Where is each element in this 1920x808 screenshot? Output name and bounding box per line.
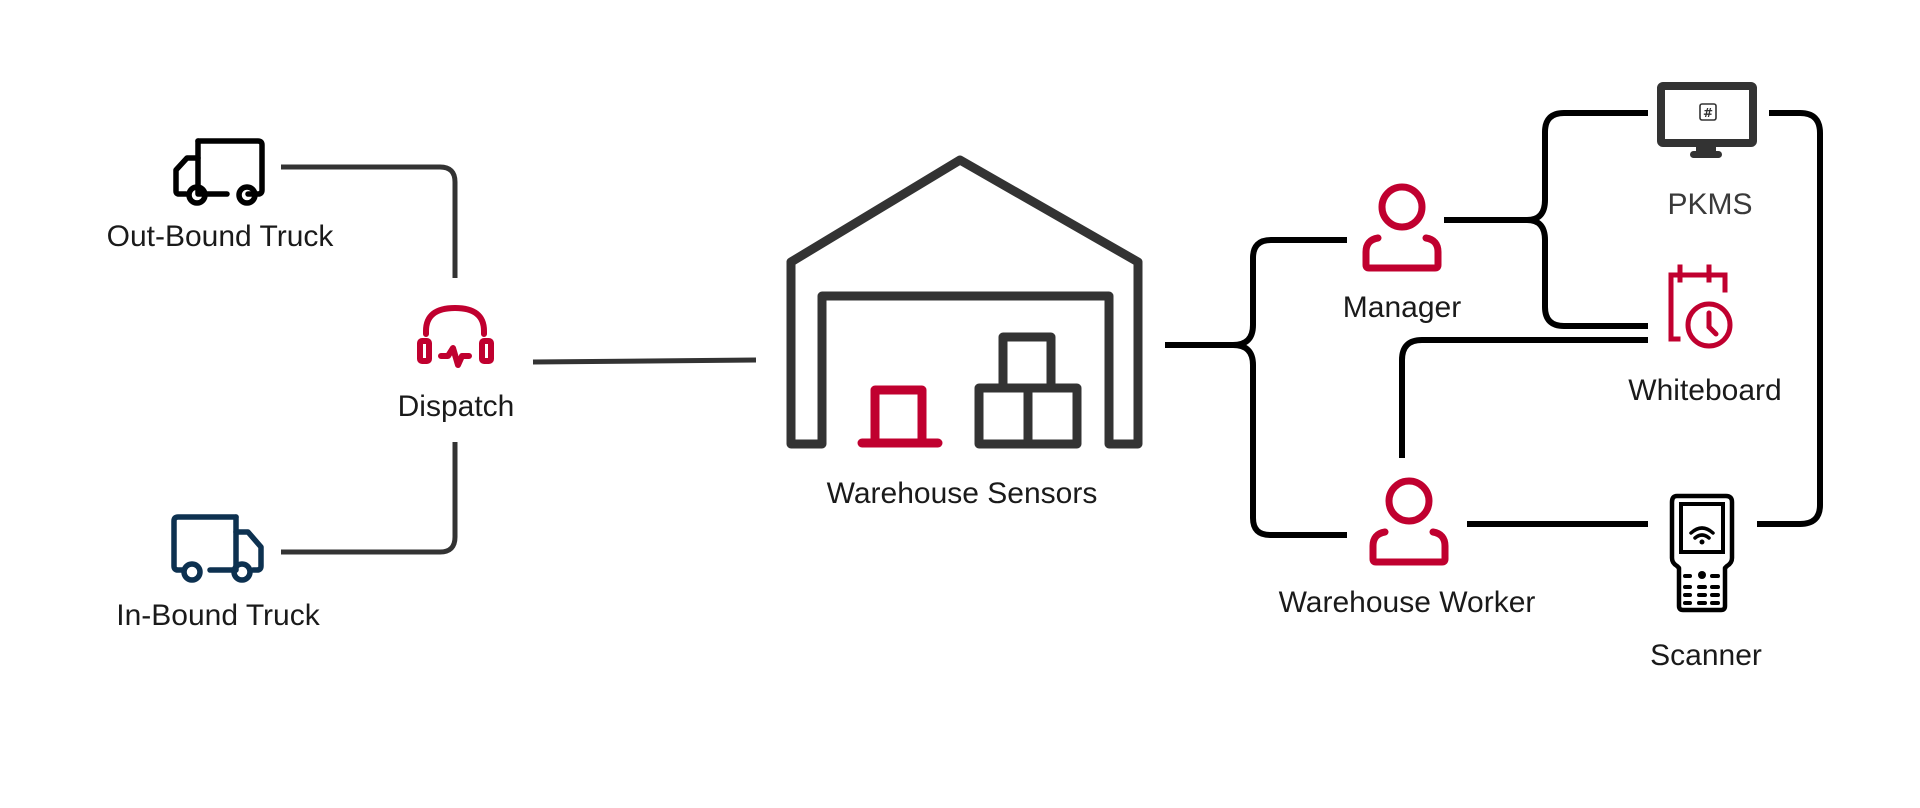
- edge-manager-pkms: [1526, 110, 1648, 223]
- dispatch-label: Dispatch: [398, 390, 515, 423]
- warehouse-icon: [786, 155, 1143, 449]
- truck-icon: [173, 138, 265, 206]
- edge-pkms-scanner: [1757, 110, 1823, 527]
- whiteboard-label: Whiteboard: [1628, 374, 1781, 407]
- node-warehouse-sensors[interactable]: Warehouse Sensors: [786, 155, 1143, 510]
- edge-dispatch-warehouse: [532, 357, 757, 365]
- node-warehouse-worker[interactable]: Warehouse Worker: [1279, 477, 1536, 619]
- person-icon: [1362, 183, 1442, 272]
- monitor-icon: #: [1657, 82, 1757, 158]
- edge-warehouse-manager: [1232, 237, 1347, 348]
- edge-inbound-dispatch: [281, 442, 458, 555]
- node-outbound-truck[interactable]: Out-Bound Truck: [107, 138, 335, 253]
- inbound-truck-label: In-Bound Truck: [116, 599, 320, 632]
- pkms-label: PKMS: [1667, 188, 1752, 221]
- edge-outbound-dispatch: [281, 164, 458, 278]
- headset-icon: [417, 305, 494, 368]
- calendar-clock-icon: [1668, 264, 1733, 349]
- edge-whiteboard-worker: [1399, 337, 1648, 458]
- node-manager[interactable]: Manager: [1343, 183, 1461, 324]
- sensor-device-icon: [857, 385, 943, 448]
- node-whiteboard[interactable]: Whiteboard: [1628, 264, 1782, 407]
- edge-manager-whiteboard: [1526, 217, 1648, 329]
- handheld-scanner-icon: [1669, 493, 1735, 613]
- outbound-truck-label: Out-Bound Truck: [107, 220, 335, 253]
- manager-label: Manager: [1343, 291, 1461, 324]
- warehouse-sensors-label: Warehouse Sensors: [827, 477, 1098, 510]
- monitor-screen-glyph: #: [1703, 106, 1713, 120]
- node-dispatch[interactable]: Dispatch: [398, 305, 515, 423]
- node-inbound-truck[interactable]: In-Bound Truck: [116, 514, 321, 632]
- edge-warehouse-worker: [1232, 342, 1347, 538]
- warehouse-worker-label: Warehouse Worker: [1279, 586, 1536, 619]
- truck-icon: [171, 514, 264, 583]
- scanner-label: Scanner: [1650, 639, 1762, 672]
- node-pkms[interactable]: # PKMS: [1657, 82, 1757, 221]
- node-scanner[interactable]: Scanner: [1650, 493, 1762, 672]
- person-icon: [1369, 477, 1449, 566]
- connectors: [281, 110, 1823, 555]
